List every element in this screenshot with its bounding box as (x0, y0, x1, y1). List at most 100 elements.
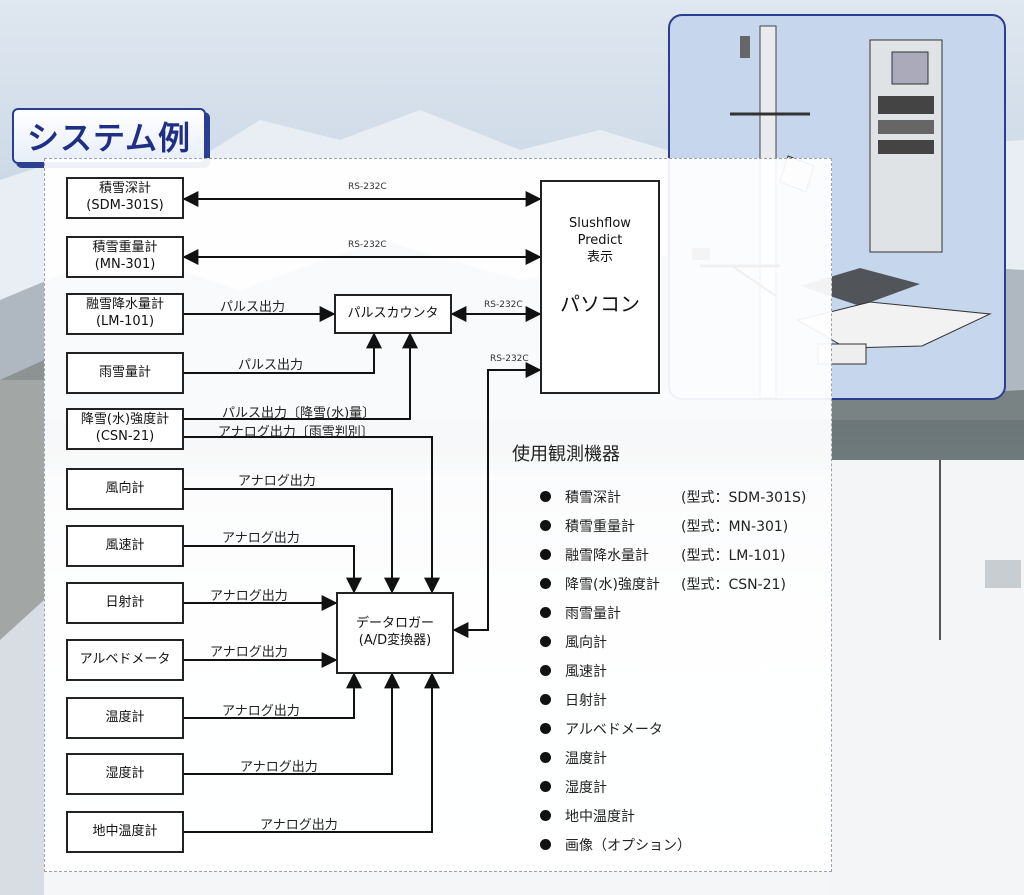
sensor-name: アルベドメータ (79, 651, 171, 667)
bullet-icon (540, 752, 551, 763)
analog-output-label: アナログ出力 (260, 818, 338, 833)
bullet-icon (540, 723, 551, 734)
bullet-icon (540, 491, 551, 502)
sensor-box-wind-speed: 風速計 (66, 525, 184, 567)
sensor-name: 日射計 (105, 594, 145, 610)
legend-item: 風速計 (540, 656, 806, 685)
bullet-icon (540, 578, 551, 589)
sensor-box-rain-snow: 雨雪量計 (66, 352, 184, 394)
legend-item: アルベドメータ (540, 714, 806, 743)
sensor-box-wind-dir: 風向計 (66, 468, 184, 510)
legend-item: 温度計 (540, 743, 806, 772)
page-title: システム例 (12, 108, 206, 164)
pc-display-label: 表示 (586, 249, 613, 265)
sensor-model: (LM-101) (95, 314, 155, 329)
analog-output-label: アナログ出力 (210, 645, 288, 660)
bullet-icon (540, 665, 551, 676)
bullet-icon (540, 810, 551, 821)
analog-output-label: アナログ出力 (222, 531, 300, 546)
rs232c-label: RS-232C (348, 240, 387, 250)
pc-software-name-2: Predict (577, 232, 623, 248)
sensor-box-humidity: 湿度計 (66, 753, 184, 795)
legend-item: 積雪深計 (型式：SDM-301S) (540, 482, 806, 511)
data-logger-sublabel: (A/D変換器) (358, 633, 432, 648)
legend-item-model: (型式：SDM-301S) (681, 489, 807, 506)
analog-output-intensity-label: アナログ出力〔雨雪判別〕 (218, 425, 374, 440)
legend-item: 積雪重量計 (型式：MN-301) (540, 511, 806, 540)
pc-box: Slushflow Predict 表示 パソコン (540, 180, 660, 394)
legend-item-model: (型式：CSN-21) (681, 576, 786, 593)
sensor-name: 積雪深計 (98, 181, 151, 197)
legend-item-name: 風向計 (565, 634, 607, 651)
sensor-model: (SDM-301S) (86, 198, 164, 213)
bullet-icon (540, 520, 551, 531)
link-rainsnow-counter (184, 332, 382, 374)
legend-item-name: 積雪深計 (565, 489, 621, 506)
legend-item-name: 地中温度計 (565, 808, 635, 825)
bullet-icon (540, 636, 551, 647)
sensor-box-solar: 日射計 (66, 582, 184, 624)
legend-item: 湿度計 (540, 772, 806, 801)
sensor-name: 積雪重量計 (92, 240, 158, 256)
link-humidity-logger (184, 672, 400, 775)
sensor-model: (CSN-21) (95, 429, 155, 444)
legend-list: 積雪深計 (型式：SDM-301S) 積雪重量計 (型式：MN-301) 融雪降水量… (540, 482, 806, 859)
pulse-counter-label: パルスカウンタ (347, 305, 439, 321)
legend-item-name: 降雪(水)強度計 (565, 576, 660, 593)
legend-item: 雨雪量計 (540, 598, 806, 627)
analog-output-label: アナログ出力 (210, 589, 288, 604)
sensor-name: 風速計 (105, 537, 145, 553)
link-winddir-logger (184, 488, 400, 594)
bullet-icon (540, 694, 551, 705)
link-groundtemp-logger (184, 672, 440, 833)
bullet-icon (540, 839, 551, 850)
sensor-box-snow-weight: 積雪重量計 (MN-301) (66, 236, 184, 278)
sensor-name: 雨雪量計 (98, 364, 151, 380)
legend-item-name: アルベドメータ (565, 721, 663, 738)
sensor-model: (MN-301) (94, 257, 156, 272)
analog-output-label: アナログ出力 (238, 474, 316, 489)
rs232c-label: RS-232C (348, 182, 387, 192)
data-logger-box: データロガー (A/D変換器) (336, 592, 454, 674)
legend-item-model: (型式：MN-301) (681, 518, 789, 535)
sensor-box-snowmelt: 融雪降水量計 (LM-101) (66, 293, 184, 335)
bullet-icon (540, 781, 551, 792)
sensor-box-temp: 温度計 (66, 697, 184, 739)
pulse-output-intensity-label: パルス出力〔降雪(水)量〕 (222, 406, 376, 421)
legend-item-name: 雨雪量計 (565, 605, 621, 622)
data-logger-label: データロガー (355, 616, 434, 632)
legend-item-name: 積雪重量計 (565, 518, 635, 535)
pulse-output-label: パルス出力 (238, 358, 304, 373)
legend-item-name: 融雪降水量計 (565, 547, 649, 564)
sensor-name: 温度計 (105, 709, 145, 725)
legend-item-name: 湿度計 (565, 779, 607, 796)
sensor-name: 湿度計 (105, 765, 145, 781)
rs232c-label: RS-232C (484, 300, 523, 310)
sensor-name: 融雪降水量計 (85, 297, 164, 313)
link-logger-pc (452, 362, 542, 638)
legend-item: 日射計 (540, 685, 806, 714)
legend-item-name: 画像（オプション） (565, 837, 691, 854)
sensor-name: 降雪(水)強度計 (80, 412, 170, 428)
bullet-icon (540, 549, 551, 560)
legend-item-name: 温度計 (565, 750, 607, 767)
analog-output-label: アナログ出力 (240, 760, 318, 775)
link-temp-logger (184, 672, 362, 719)
pulse-output-label: パルス出力 (220, 300, 286, 315)
legend-item: 風向計 (540, 627, 806, 656)
pc-software-name: Slushflow (569, 216, 631, 231)
sensor-name: 風向計 (105, 480, 145, 496)
link-intensity-logger (184, 436, 440, 594)
legend-item: 画像（オプション） (540, 830, 806, 859)
sensor-box-albedo: アルベドメータ (66, 639, 184, 681)
legend-item-name: 風速計 (565, 663, 607, 680)
sensor-box-intensity: 降雪(水)強度計 (CSN-21) (66, 408, 184, 450)
bullet-icon (540, 607, 551, 618)
link-intensity-counter (184, 332, 418, 420)
sensor-box-ground-temp: 地中温度計 (66, 811, 184, 853)
analog-output-label: アナログ出力 (222, 704, 300, 719)
sensor-box-snow-depth: 積雪深計 (SDM-301S) (66, 177, 184, 219)
pulse-counter-box: パルスカウンタ (334, 294, 452, 334)
rs232c-label: RS-232C (490, 354, 529, 364)
